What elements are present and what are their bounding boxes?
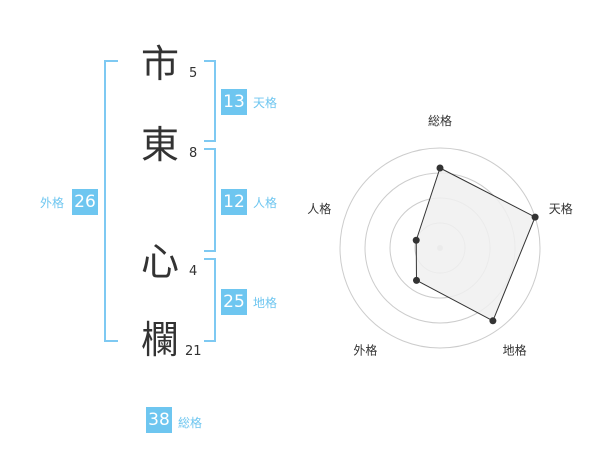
stroke-count-4: 21: [185, 344, 202, 359]
jinkaku-value: 12: [221, 189, 247, 215]
chikaku-label: 地格: [253, 296, 278, 310]
radar-ring: [339, 147, 541, 349]
name-char-2: 東: [140, 123, 179, 167]
radar-polygon: [415, 167, 536, 322]
chikaku-value: 25: [221, 289, 247, 315]
name-char-4: 欄: [140, 318, 179, 362]
stroke-count-1: 5: [189, 66, 198, 81]
radar-point-5: [412, 236, 420, 244]
tenkaku-bracket: [204, 60, 216, 142]
tenkaku-value: 13: [221, 89, 247, 115]
stroke-count-3: 4: [189, 264, 198, 279]
radar-point-2: [531, 213, 539, 221]
tenkaku-label: 天格: [253, 96, 278, 110]
radar-point-4: [412, 276, 420, 284]
jinkaku-label: 人格: [253, 196, 278, 210]
jinkaku-bracket: [204, 148, 216, 252]
radar-axis-label-4: 外格: [353, 343, 377, 358]
gaikaku-label: 外格: [40, 196, 65, 210]
soukaku-value: 38: [146, 407, 172, 433]
gaikaku-value: 26: [72, 189, 98, 215]
radar-axis-label-1: 総格: [428, 113, 452, 128]
stroke-count-2: 8: [189, 146, 198, 161]
chikaku-bracket: [204, 258, 216, 342]
radar-axis-label-3: 地格: [503, 343, 527, 358]
soukaku-label: 総格: [178, 416, 203, 430]
radar-point-3: [489, 317, 497, 325]
name-char-1: 市: [140, 42, 179, 86]
radar-axis-label-2: 天格: [549, 201, 573, 216]
radar-point-1: [436, 164, 444, 172]
gaikaku-bracket: [104, 60, 118, 342]
name-char-3: 心: [140, 240, 179, 284]
radar-axis-label-5: 人格: [307, 201, 331, 216]
